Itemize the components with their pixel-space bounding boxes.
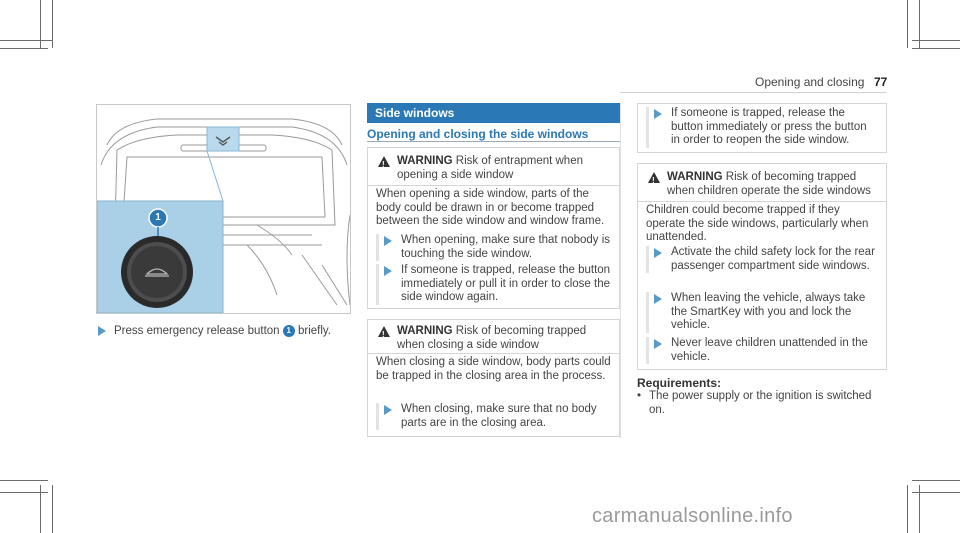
warning-step: If someone is trapped, release the butto… <box>376 264 611 305</box>
crop-mark <box>912 492 960 493</box>
crop-mark <box>0 480 48 481</box>
instruction-step: Press emergency release button 1 briefly… <box>98 325 353 339</box>
warning-heading: WARNING Risk of becoming trapped when cl… <box>378 325 611 352</box>
crop-mark <box>52 0 53 48</box>
car-interior-illustration <box>97 118 350 313</box>
step-arrow-icon <box>384 236 392 246</box>
emergency-button-highlight <box>206 126 240 152</box>
requirements-title: Requirements: <box>637 376 722 390</box>
section-title: Side windows <box>367 103 620 123</box>
warning-step: Never leave children unattended in the v… <box>646 337 878 364</box>
step-arrow-icon <box>384 405 392 415</box>
crop-mark <box>0 492 48 493</box>
header-rule <box>620 92 886 93</box>
warning-separator <box>638 201 886 202</box>
crop-mark <box>907 0 908 48</box>
warning-box-children: WARNING Risk of becoming trapped when ch… <box>637 163 887 370</box>
warning-step: Activate the child safety lock for the r… <box>646 246 878 273</box>
warning-heading: WARNING Risk of entrapment when opening … <box>378 155 611 182</box>
warning-box-entrapment: WARNING Risk of entrapment when opening … <box>367 147 620 309</box>
warning-triangle-icon <box>378 156 390 172</box>
crop-mark <box>912 480 960 481</box>
step-arrow-icon <box>654 109 662 119</box>
warning-step: When leaving the vehicle, always take th… <box>646 292 878 333</box>
subsection-rule <box>367 141 620 142</box>
step-arrow-icon <box>654 248 662 258</box>
page-number: 77 <box>874 75 888 89</box>
figure-rear-window-illustration: 1 <box>96 104 351 314</box>
warning-body: When closing a side window, body parts c… <box>376 356 611 382</box>
step-arrow-icon <box>98 326 106 336</box>
warning-heading: WARNING Risk of becoming trapped when ch… <box>648 171 878 198</box>
crop-mark <box>0 48 48 49</box>
warning-separator <box>368 353 619 354</box>
warning-body: When opening a side window, parts of the… <box>376 188 605 227</box>
crop-mark <box>40 0 41 48</box>
crop-mark <box>919 485 920 533</box>
running-header: Opening and closing <box>755 75 865 89</box>
crop-mark <box>0 40 52 41</box>
warning-box-closing: WARNING Risk of becoming trapped when cl… <box>367 319 620 437</box>
warning-separator <box>368 185 619 186</box>
crop-mark <box>52 485 53 533</box>
warning-step: If someone is trapped, release the butto… <box>646 107 878 148</box>
step-arrow-icon <box>384 266 392 276</box>
requirement-item: The power supply or the ignition is swit… <box>637 390 887 417</box>
column-separator <box>620 103 621 438</box>
step-arrow-icon <box>654 294 662 304</box>
subsection-title: Opening and closing the side windows <box>367 127 589 141</box>
warning-body: Children could become trapped if they op… <box>646 204 869 243</box>
warning-step: When closing, make sure that no body par… <box>376 403 611 430</box>
callout-number: 1 <box>155 212 161 223</box>
crop-mark <box>912 40 960 41</box>
watermark: carmanualsonline.info <box>592 505 793 527</box>
warning-triangle-icon <box>378 326 390 342</box>
crop-mark <box>40 485 41 533</box>
step-arrow-icon <box>654 339 662 349</box>
warning-triangle-icon <box>648 172 660 188</box>
crop-mark <box>919 0 920 48</box>
callout-number-icon: 1 <box>282 325 295 337</box>
warning-continuation-box: If someone is trapped, release the butto… <box>637 103 887 153</box>
crop-mark <box>907 485 908 533</box>
warning-step: When opening, make sure that nobody is t… <box>376 234 611 261</box>
crop-mark <box>912 48 960 49</box>
